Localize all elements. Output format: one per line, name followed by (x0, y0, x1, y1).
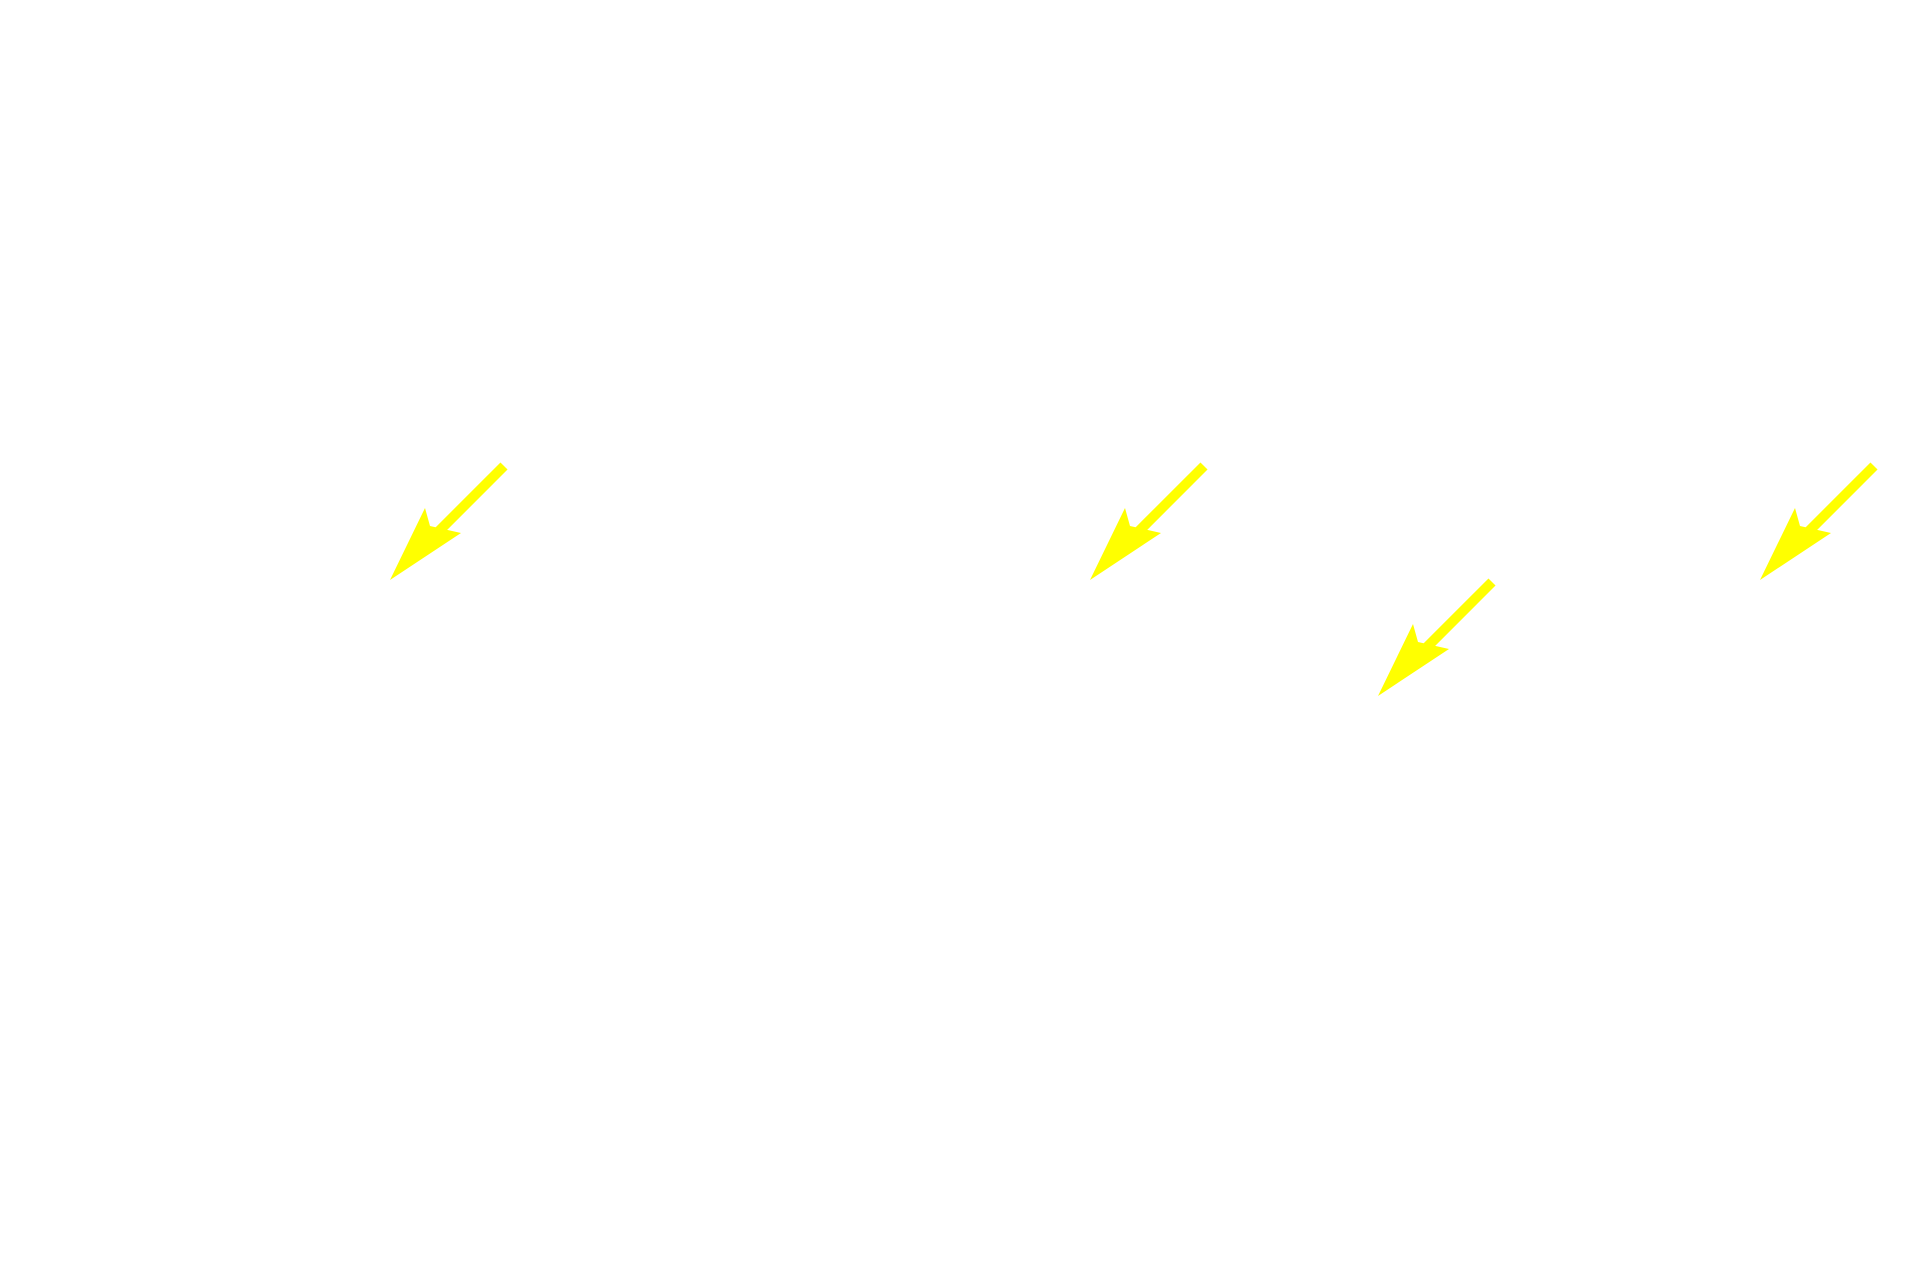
arrow-shaft (1796, 462, 1878, 544)
arrow-shaft (1126, 462, 1208, 544)
arrow-shaft (1414, 578, 1496, 660)
pointer-arrow-2 (1090, 460, 1230, 600)
arrow-head (1378, 624, 1449, 696)
arrow-shaft (426, 462, 508, 544)
arrow-down-left-icon (390, 462, 508, 580)
pointer-arrow-4 (1760, 460, 1900, 600)
pointer-arrow-1 (390, 460, 530, 600)
pointer-arrow-3 (1378, 576, 1518, 716)
arrow-head (390, 508, 461, 580)
arrow-down-left-icon (1760, 462, 1878, 580)
arrow-down-left-icon (1090, 462, 1208, 580)
arrow-down-left-icon (1378, 578, 1496, 696)
arrow-head (1090, 508, 1161, 580)
arrow-head (1760, 508, 1831, 580)
